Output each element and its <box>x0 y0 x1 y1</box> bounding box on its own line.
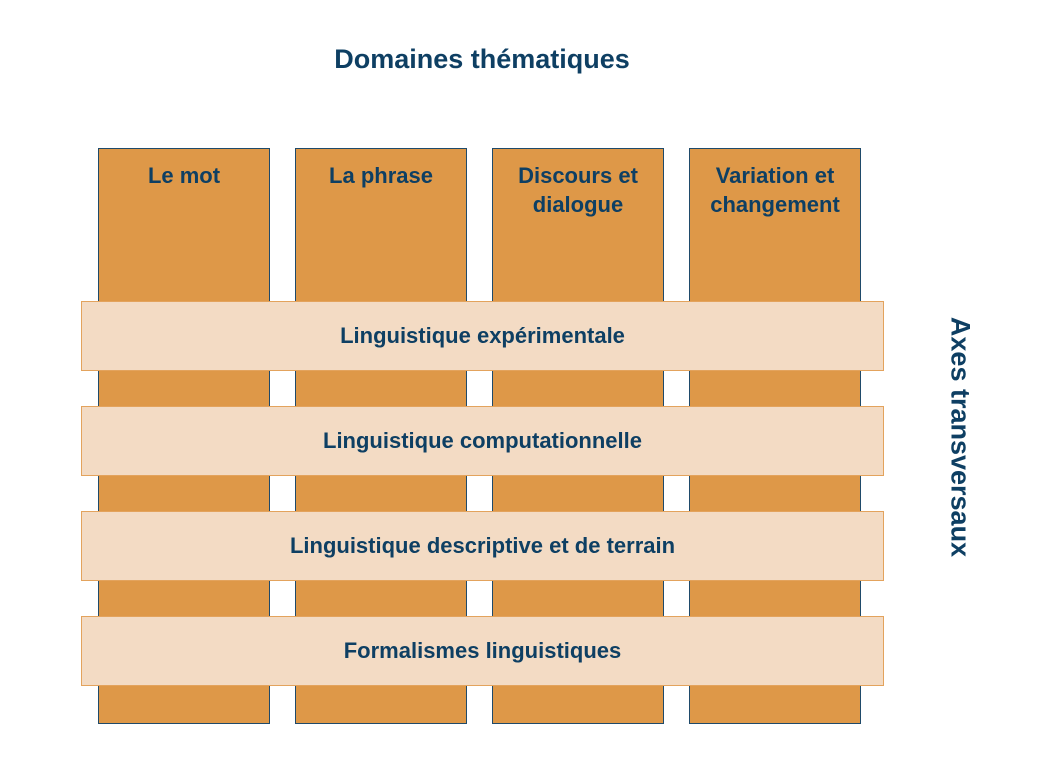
axis-bar-computationnelle: Linguistique computationnelle <box>81 406 884 476</box>
bar-label: Linguistique expérimentale <box>340 323 625 348</box>
axis-bar-experimentale: Linguistique expérimentale <box>81 301 884 371</box>
side-label: Axes transversaux <box>945 316 976 558</box>
axis-bar-formalismes: Formalismes linguistiques <box>81 616 884 686</box>
column-label: dialogue <box>532 192 624 217</box>
bar-label: Linguistique descriptive et de terrain <box>289 533 676 558</box>
column-label: changement <box>710 192 840 217</box>
column-label: Le mot <box>147 163 221 188</box>
column-label: Variation et <box>715 163 835 188</box>
bar-label: Formalismes linguistiques <box>343 638 622 663</box>
column-label: La phrase <box>329 163 433 188</box>
diagram-title: Domaines thématiques <box>334 44 630 74</box>
bar-label: Linguistique computationnelle <box>323 428 642 453</box>
axis-bar-descriptive: Linguistique descriptive et de terrain <box>81 511 884 581</box>
column-label: Discours et <box>518 163 638 188</box>
